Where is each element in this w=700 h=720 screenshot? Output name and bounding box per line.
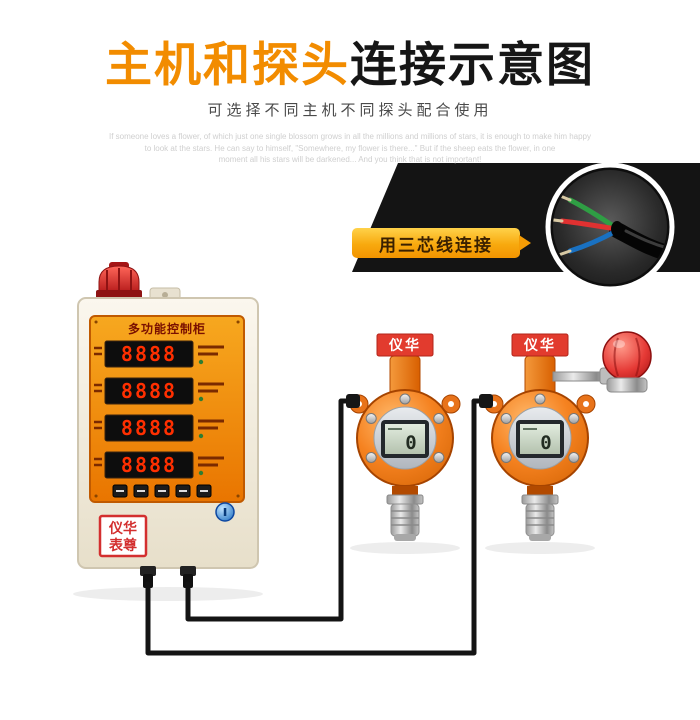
quote-line-3: moment all his stars will be darkened...… (218, 154, 482, 164)
brand-line-2: 表尊 (108, 537, 137, 553)
channel-row-4: 8888 (94, 451, 224, 479)
detector-brand-sticker (376, 333, 434, 357)
sensor-sinter (390, 503, 420, 537)
title-rest: 连接示意图 (350, 38, 595, 91)
panel-title: 多功能控制柜 (128, 321, 206, 336)
channel-right-marks (198, 345, 224, 356)
led-value-4: 8888 (121, 453, 177, 477)
channel-right-marks (198, 419, 224, 430)
channel-row-3: 8888 (94, 414, 224, 442)
detector-brand-sticker (511, 333, 569, 357)
three-core-cable-icon (553, 191, 667, 263)
detector-bolts (500, 393, 580, 463)
channel-left-marks (94, 383, 102, 393)
mount-screw (162, 292, 168, 298)
red-wire-tip (553, 217, 564, 223)
channel-led-indicator (198, 433, 204, 439)
controller-front-panel: 多功能控制柜 8888 8888 (89, 315, 245, 503)
sensor-collar (521, 494, 559, 505)
channel-right-marks (198, 382, 224, 393)
led-display-1 (104, 340, 194, 368)
channel-led-indicator (198, 359, 204, 365)
sensor-cap (529, 534, 551, 541)
led-display-4 (104, 451, 194, 479)
remote-alarm-beacon (552, 331, 652, 393)
quote-line-2: to look at the stars. He can say to hims… (144, 143, 556, 153)
panel-screws (94, 320, 240, 498)
brand-line-1: 仪华 (108, 520, 137, 536)
detector-shadow (485, 542, 595, 554)
controller-alarm-beacon (96, 262, 142, 300)
controller-shadow (73, 587, 263, 601)
detector-bolts (365, 393, 445, 463)
cable-gland (180, 566, 196, 576)
lcd-value: 0 (540, 432, 551, 454)
key-lock (215, 502, 235, 522)
lcd-value: 0 (405, 432, 416, 454)
panel-buttons (112, 484, 212, 498)
led-display-2 (104, 377, 194, 405)
callout-label: 用三芯线连接 (379, 235, 493, 255)
sensor-neck (527, 486, 553, 496)
sensor-sinter (525, 503, 555, 537)
channel-right-marks (198, 456, 224, 467)
beacon-base (606, 377, 648, 393)
decorative-quote: If someone loves a flower, of which just… (0, 131, 700, 165)
sensor-cap (394, 534, 416, 541)
sensor-collar (386, 494, 424, 505)
title-highlight: 主机和探头 (105, 38, 350, 91)
detector-brand: 仪华 (523, 337, 556, 353)
subtitle: 可选择不同主机不同探头配合使用 (207, 102, 493, 120)
channel-left-marks (94, 346, 102, 356)
connection-wires (145, 398, 490, 656)
detector-brand: 仪华 (388, 337, 421, 353)
callout-badge: 用三芯线连接 (352, 228, 520, 258)
controller-brand-label: 仪华 表尊 (98, 514, 148, 558)
detector-1: 仪华 0 (346, 333, 461, 554)
channel-row-2: 8888 (94, 377, 224, 405)
led-value-3: 8888 (121, 416, 177, 440)
page-title: 主机和探头连接示意图 (0, 40, 700, 89)
controller-unit: 多功能控制柜 8888 8888 (73, 262, 263, 601)
header: 主机和探头连接示意图 可选择不同主机不同探头配合使用 If someone lo… (0, 0, 700, 165)
wire-elbow-connector (479, 394, 493, 408)
detector-shadow (350, 542, 460, 554)
channel-led-indicator (198, 470, 204, 476)
led-value-2: 8888 (121, 379, 177, 403)
wire-to-detector-2 (145, 398, 490, 656)
channel-left-marks (94, 420, 102, 430)
led-value-1: 8888 (121, 342, 177, 366)
wire-elbow-connector (346, 394, 360, 408)
detector-2: 仪华 0 (479, 331, 652, 554)
cable-photo-circle (545, 162, 675, 292)
channel-left-marks (94, 457, 102, 467)
keyhole (223, 508, 227, 516)
cable-gland (140, 566, 156, 576)
channel-led-indicator (198, 396, 204, 402)
quote-line-1: If someone loves a flower, of which just… (108, 132, 591, 142)
wire-to-detector-1 (185, 398, 357, 622)
channel-row-1: 8888 (94, 340, 224, 368)
beacon-dome (602, 331, 652, 381)
led-display-3 (104, 414, 194, 442)
sensor-neck (392, 486, 418, 496)
